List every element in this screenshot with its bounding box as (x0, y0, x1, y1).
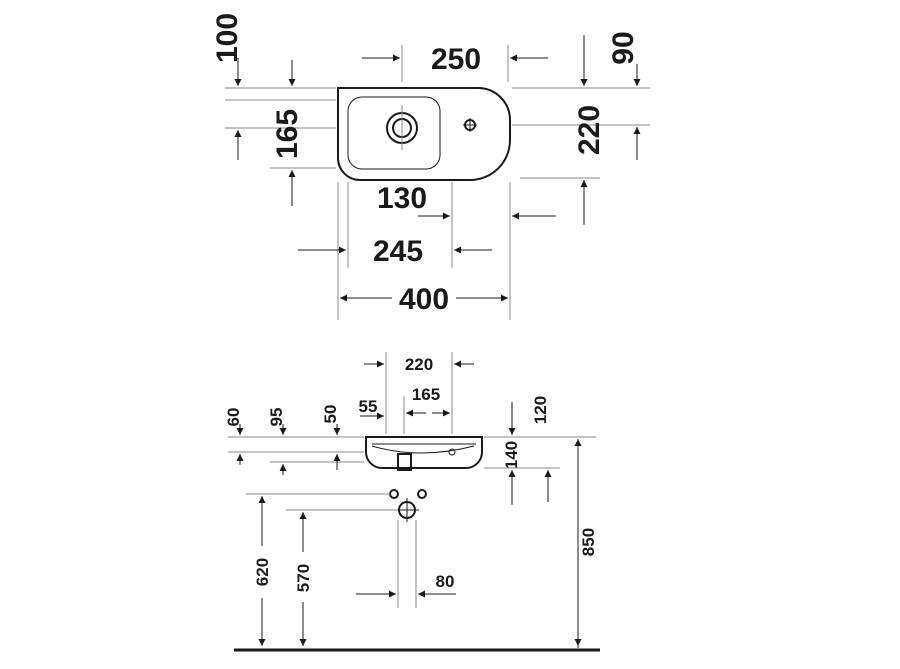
dim-570: 570 (294, 564, 313, 592)
inner-bowl-top (347, 96, 441, 170)
basin-outline-top (337, 87, 511, 181)
dim-100: 100 (211, 13, 244, 63)
dim-220-side: 220 (405, 355, 433, 374)
dim-165: 165 (271, 109, 304, 159)
supply-right (417, 489, 427, 499)
supply-left (389, 489, 399, 499)
dim-850: 850 (579, 528, 598, 556)
dim-130: 130 (377, 182, 427, 215)
dim-620: 620 (253, 558, 272, 586)
dim-400: 400 (399, 283, 449, 316)
dim-80: 80 (436, 572, 455, 591)
dim-50: 50 (321, 405, 340, 424)
dim-140: 140 (502, 441, 521, 469)
dim-250: 250 (431, 43, 481, 76)
dim-120: 120 (531, 396, 550, 424)
dim-60: 60 (224, 408, 243, 427)
dim-220-top: 220 (573, 105, 606, 155)
basin-outline-side (365, 436, 483, 469)
dim-90: 90 (607, 31, 640, 64)
side-view: 220 55 165 60 95 50 120 140 850 (224, 352, 600, 652)
dim-245: 245 (373, 235, 423, 268)
dim-55: 55 (359, 397, 378, 416)
top-view: 250 100 165 90 220 130 24 (211, 13, 650, 320)
dim-95: 95 (267, 408, 286, 427)
dim-165-side: 165 (412, 385, 440, 404)
drain-pipe-side (397, 453, 412, 471)
